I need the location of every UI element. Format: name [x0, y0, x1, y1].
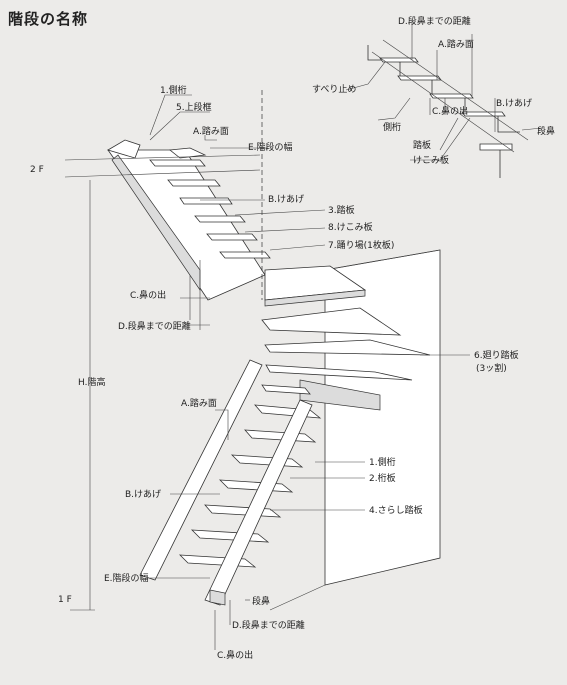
- label-open-tread: 4.さらし踏板: [369, 504, 423, 516]
- label-tread-board: 3.踏板: [328, 204, 355, 216]
- label-stringer-board: 2.桁板: [369, 472, 396, 484]
- floor-2f-label: 2 F: [30, 165, 44, 175]
- page-title: 階段の名称: [8, 10, 89, 28]
- detail-label-c: C.鼻の出: [432, 105, 468, 117]
- label-side-stringer: 1.側桁: [160, 84, 187, 96]
- label-winder-tread: 6.廻り踏板: [474, 349, 519, 361]
- detail-label-tread: 踏板: [413, 139, 431, 151]
- label-landing: 7.踊り場(1枚板): [328, 239, 394, 251]
- detail-label-b: B.けあげ: [496, 98, 532, 109]
- label-riser-height-lower: B.けあげ: [125, 489, 161, 500]
- label-nosing: 段鼻: [252, 595, 270, 607]
- detail-label-nose: 段鼻: [537, 125, 555, 137]
- label-nosing-projection-lower: C.鼻の出: [217, 649, 253, 661]
- label-side-stringer-lower: 1.側桁: [369, 456, 396, 468]
- floor-1f-label: 1 F: [58, 595, 72, 605]
- detail-label-d: D.段鼻までの距離: [398, 15, 471, 27]
- label-floor-height: H.階高: [78, 376, 105, 388]
- label-stair-width-lower: E.階段の幅: [104, 572, 149, 584]
- label-tread-depth-lower: A.踏み面: [181, 397, 217, 409]
- main-stair: [64, 90, 470, 650]
- label-nosing-projection: C.鼻の出: [130, 289, 166, 301]
- label-riser-height: B.けあげ: [268, 194, 304, 205]
- detail-label-slip: すべり止め: [312, 83, 356, 95]
- label-nosing-distance-lower: D.段鼻までの距離: [232, 619, 305, 631]
- detail-label-a: A.踏み面: [438, 38, 474, 50]
- label-upper-frame: 5.上段框: [176, 101, 212, 113]
- label-stair-width: E.階段の幅: [248, 141, 293, 153]
- detail-label-riser: けこみ板: [413, 154, 449, 166]
- label-nosing-distance: D.段鼻までの距離: [118, 320, 191, 332]
- label-tread-depth: A.踏み面: [193, 125, 229, 137]
- detail-diagram: D.段鼻までの距離 A.踏み面 すべり止め B.けあげ C.鼻の出 側桁 段鼻 …: [312, 15, 555, 178]
- label-riser-board: 8.けこみ板: [328, 221, 373, 233]
- detail-label-side: 側桁: [383, 121, 401, 133]
- label-winder-split: (3ッ割): [476, 362, 507, 374]
